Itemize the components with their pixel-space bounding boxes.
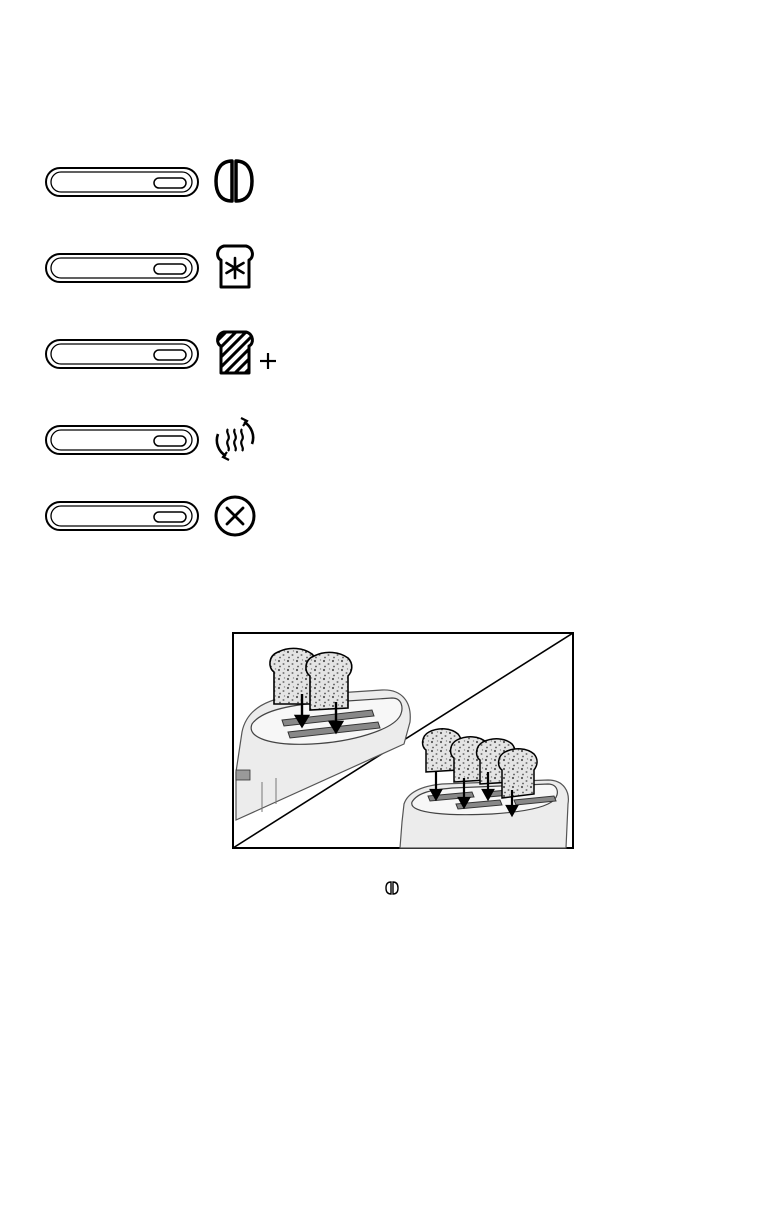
- bagel-button[interactable]: [44, 165, 202, 199]
- control-row-defrost: [44, 238, 364, 308]
- cancel-button[interactable]: [44, 499, 202, 533]
- toast-plus-icon: [214, 324, 294, 384]
- toast-slice-left-2: [306, 652, 352, 710]
- control-row-reheat: [44, 410, 364, 480]
- control-row-a-bit-more: [44, 324, 364, 394]
- reheat-button[interactable]: [44, 423, 202, 457]
- defrost-toast-icon: [214, 238, 294, 298]
- bagel-icon-small: [385, 880, 399, 896]
- toast-slice-right-4: [499, 749, 537, 798]
- bagel-icon: [214, 152, 294, 212]
- control-row-bagel: [44, 152, 364, 222]
- a-bit-more-button[interactable]: [44, 337, 202, 371]
- cancel-icon: [214, 486, 294, 546]
- defrost-button[interactable]: [44, 251, 202, 285]
- reheat-icon: [214, 410, 294, 470]
- control-row-cancel: [44, 486, 364, 556]
- toaster-illustration: [232, 632, 574, 849]
